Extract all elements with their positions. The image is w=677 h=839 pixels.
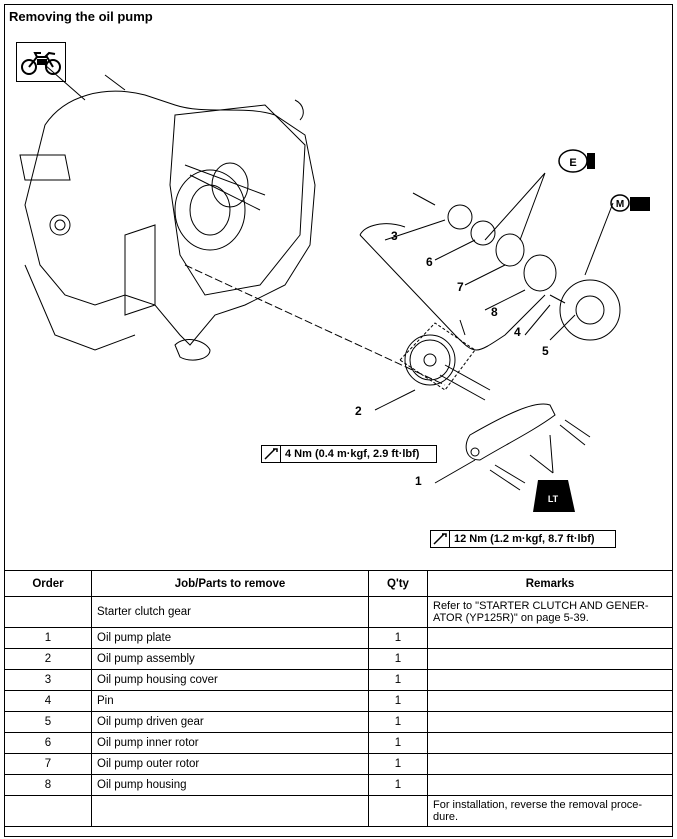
cell-job: Pin [91,690,369,712]
cell-remarks [427,669,673,691]
table-header-row: Order Job/Parts to remove Q'ty Remarks [4,570,673,597]
header-job: Job/Parts to remove [91,570,369,597]
table-row: 3 Oil pump housing cover 1 [4,669,673,691]
cell-order: 3 [4,669,92,691]
table-row: 4 Pin 1 [4,690,673,712]
motorcycle-icon [16,42,66,82]
table-row: 2 Oil pump assembly 1 [4,648,673,670]
cell-remarks [427,774,673,796]
cell-qty: 1 [368,690,428,712]
cell-remarks [427,627,673,649]
engine-oil-icon: E [569,157,576,169]
callout-8: 8 [491,305,498,319]
cell-qty [368,596,428,628]
molybdenum-oil-icon: M [616,199,624,210]
cell-remarks [427,732,673,754]
callout-3: 3 [391,229,398,243]
cell-remarks [427,711,673,733]
cell-qty [368,795,428,827]
oil-pump-exploded-diagram: E M LT [19,64,650,512]
cell-qty: 1 [368,753,428,775]
cell-remarks [427,690,673,712]
cell-job: Oil pump driven gear [91,711,369,733]
torque-value-large: 12 Nm (1.2 m·kgf, 8.7 ft·lbf) [454,533,595,545]
cell-order: 4 [4,690,92,712]
cell-qty: 1 [368,774,428,796]
locktite-icon: LT [548,494,559,504]
cell-order: 5 [4,711,92,733]
parts-table: Order Job/Parts to remove Q'ty Remarks S… [4,570,673,827]
header-qty: Q'ty [368,570,428,597]
cell-order: 6 [4,732,92,754]
cell-order: 1 [4,627,92,649]
cell-remarks [427,648,673,670]
table-row: 5 Oil pump driven gear 1 [4,711,673,733]
cell-job: Starter clutch gear [91,596,369,628]
callout-5: 5 [542,344,549,358]
table-row: 8 Oil pump housing 1 [4,774,673,796]
cell-qty: 1 [368,669,428,691]
cell-job: Oil pump outer rotor [91,753,369,775]
callout-2: 2 [355,404,362,418]
cell-order [4,795,92,827]
torque-wrench-icon [431,531,450,547]
cell-qty: 1 [368,732,428,754]
cell-remarks [427,753,673,775]
cell-order: 7 [4,753,92,775]
cell-remarks: For installation, reverse the removal pr… [427,795,673,827]
cell-order: 8 [4,774,92,796]
cell-qty: 1 [368,648,428,670]
torque-value-small: 4 Nm (0.4 m·kgf, 2.9 ft·lbf) [285,448,420,460]
cell-job: Oil pump housing cover [91,669,369,691]
cell-job: Oil pump plate [91,627,369,649]
torque-wrench-icon [262,446,281,462]
page-title: Removing the oil pump [9,9,153,24]
table-row: 1 Oil pump plate 1 [4,627,673,649]
cell-order: 2 [4,648,92,670]
manual-page: Removing the oil pump [4,4,673,837]
callout-6: 6 [426,255,433,269]
cell-job: Oil pump assembly [91,648,369,670]
callout-1: 1 [415,474,422,488]
cell-job: Oil pump housing [91,774,369,796]
header-order: Order [4,570,92,597]
torque-spec-small: 4 Nm (0.4 m·kgf, 2.9 ft·lbf) [261,445,437,463]
table-row: 6 Oil pump inner rotor 1 [4,732,673,754]
torque-spec-large: 12 Nm (1.2 m·kgf, 8.7 ft·lbf) [430,530,616,548]
cell-qty: 1 [368,627,428,649]
table-row: For installation, reverse the removal pr… [4,795,673,827]
cell-job: Oil pump inner rotor [91,732,369,754]
table-row: Starter clutch gear Refer to "STARTER CL… [4,596,673,628]
cell-qty: 1 [368,711,428,733]
header-remarks: Remarks [427,570,673,597]
callout-7: 7 [457,280,464,294]
table-row: 7 Oil pump outer rotor 1 [4,753,673,775]
callout-4: 4 [514,325,521,339]
cell-job [91,795,369,827]
cell-order [4,596,92,628]
cell-remarks: Refer to "STARTER CLUTCH AND GENER-ATOR … [427,596,673,628]
